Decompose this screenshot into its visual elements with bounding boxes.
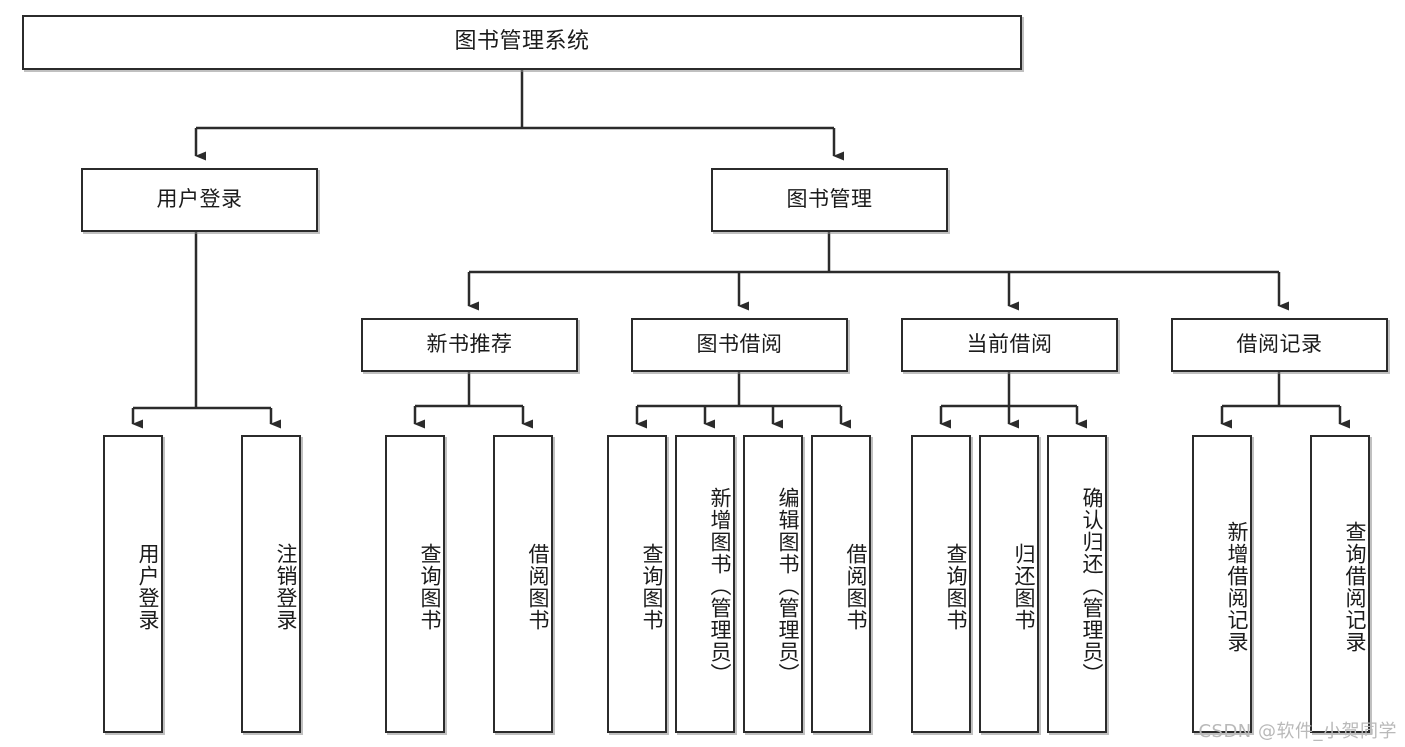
leaf-label: 借阅图书 bbox=[844, 543, 868, 631]
node-book-management[interactable]: 图书管理 bbox=[711, 168, 948, 232]
node-root-label: 图书管理系统 bbox=[454, 29, 590, 55]
leaf-book-borrow-borrow-book[interactable]: 借阅图书 bbox=[811, 435, 871, 733]
node-new-book-recommend[interactable]: 新书推荐 bbox=[361, 318, 578, 372]
leaf-label: 查询图书 bbox=[418, 543, 442, 631]
leaf-user-login-logout[interactable]: 注销登录 bbox=[241, 435, 301, 733]
leaf-current-borrow-return-book[interactable]: 归还图书 bbox=[979, 435, 1039, 733]
node-borrow-record[interactable]: 借阅记录 bbox=[1171, 318, 1388, 372]
watermark-text: CSDN @软件_小贺同学 bbox=[1198, 721, 1397, 742]
leaf-user-login-login[interactable]: 用户登录 bbox=[103, 435, 163, 733]
leaf-label: 用户登录 bbox=[136, 543, 160, 631]
leaf-label: 归还图书 bbox=[1012, 543, 1036, 631]
leaf-label: 查询图书 bbox=[944, 543, 968, 631]
leaf-book-borrow-query-book[interactable]: 查询图书 bbox=[607, 435, 667, 733]
node-book-borrow-label: 图书借阅 bbox=[696, 332, 783, 357]
node-book-borrow[interactable]: 图书借阅 bbox=[631, 318, 848, 372]
leaf-current-borrow-confirm-return[interactable]: 确认归还（管理员） bbox=[1047, 435, 1107, 733]
node-current-borrow[interactable]: 当前借阅 bbox=[901, 318, 1118, 372]
node-current-borrow-label: 当前借阅 bbox=[966, 332, 1053, 357]
node-user-login[interactable]: 用户登录 bbox=[81, 168, 318, 232]
leaf-borrow-record-add-record[interactable]: 新增借阅记录 bbox=[1192, 435, 1252, 733]
leaf-label: 查询图书 bbox=[640, 543, 664, 631]
node-new-book-recommend-label: 新书推荐 bbox=[426, 332, 513, 357]
leaf-label: 新增图书（管理员） bbox=[708, 487, 732, 685]
leaf-label: 注销登录 bbox=[274, 543, 298, 631]
leaf-borrow-record-query-record[interactable]: 查询借阅记录 bbox=[1310, 435, 1370, 733]
leaf-label: 查询借阅记录 bbox=[1343, 521, 1367, 653]
leaf-new-book-borrow-book[interactable]: 借阅图书 bbox=[493, 435, 553, 733]
node-user-login-label: 用户登录 bbox=[156, 187, 243, 212]
leaf-label: 借阅图书 bbox=[526, 543, 550, 631]
leaf-book-borrow-add-book[interactable]: 新增图书（管理员） bbox=[675, 435, 735, 733]
node-borrow-record-label: 借阅记录 bbox=[1236, 332, 1323, 357]
node-root-system[interactable]: 图书管理系统 bbox=[22, 15, 1022, 70]
leaf-label: 编辑图书（管理员） bbox=[776, 487, 800, 685]
leaf-label: 确认归还（管理员） bbox=[1080, 487, 1104, 685]
leaf-current-borrow-query-book[interactable]: 查询图书 bbox=[911, 435, 971, 733]
leaf-new-book-query-book[interactable]: 查询图书 bbox=[385, 435, 445, 733]
node-book-management-label: 图书管理 bbox=[786, 187, 873, 212]
leaf-label: 新增借阅记录 bbox=[1225, 521, 1249, 653]
leaf-book-borrow-edit-book[interactable]: 编辑图书（管理员） bbox=[743, 435, 803, 733]
